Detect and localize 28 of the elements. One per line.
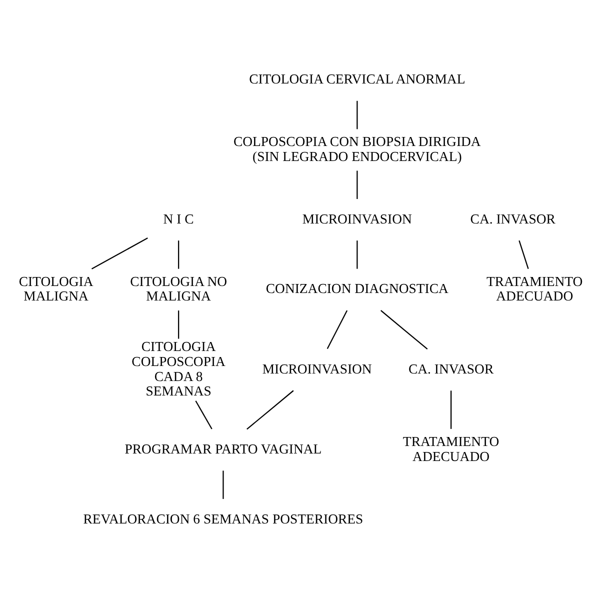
connector: [91, 237, 148, 269]
connector: [178, 310, 180, 338]
node-text: MICROINVASION: [262, 360, 372, 376]
node-text: TRATAMIENTO ADECUADO: [402, 434, 500, 464]
node-text: PROGRAMAR PARTO VAGINAL: [124, 441, 322, 456]
connector: [195, 400, 212, 429]
node-text: CITOLOGIA CERVICAL ANORMAL: [249, 71, 466, 86]
connector: [246, 390, 294, 430]
node-text: COLPOSCOPIA CON BIOPSIA DIRIGIDA (SIN LEGRADO ENDOCERVICAL): [233, 134, 481, 164]
node-text: CITOLOGIA COLPOSCOPIA CADA 8 SEMANAS: [132, 338, 226, 398]
node-text: CITOLOGIA NO MALIGNA: [130, 273, 228, 304]
connector: [356, 170, 358, 198]
node-text: N I C: [163, 210, 194, 226]
connector: [518, 240, 529, 268]
node-text: CA. INVASOR: [470, 210, 556, 226]
node-text: REVALORACION 6 SEMANAS POSTERIORES: [83, 510, 364, 526]
connector: [356, 240, 358, 268]
connector: [222, 470, 224, 498]
node-text: CITOLOGIA MALIGNA: [18, 273, 94, 304]
connector: [356, 100, 358, 129]
connector: [178, 240, 180, 268]
connector: [450, 390, 452, 428]
node-text: TRATAMIENTO ADECUADO: [486, 273, 583, 304]
node-text: CA. INVASOR: [408, 360, 494, 376]
node-text: CONIZACION DIAGNOSTICA: [266, 280, 448, 296]
node-text: MICROINVASION: [302, 210, 412, 226]
connector: [380, 310, 428, 349]
connector: [326, 310, 348, 349]
